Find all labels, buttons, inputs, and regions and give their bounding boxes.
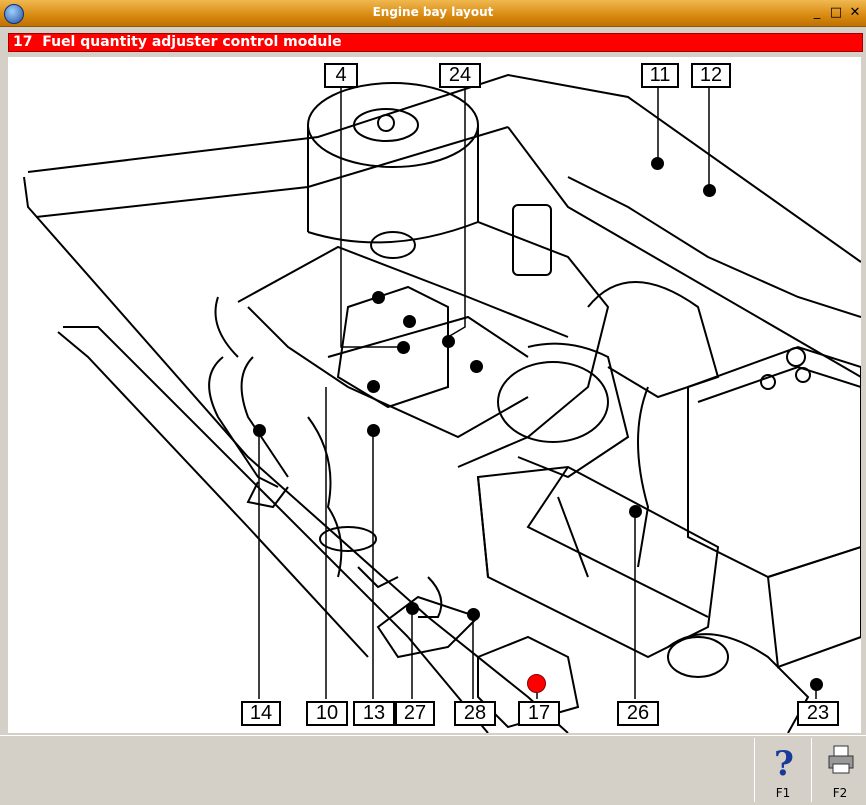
callout-label[interactable]: 12 <box>691 63 731 88</box>
callout-label[interactable]: 13 <box>353 701 395 726</box>
component-marker[interactable] <box>406 602 419 615</box>
app-globe-icon[interactable] <box>4 4 24 24</box>
title-bar: Engine bay layout _ □ ✕ <box>0 0 866 27</box>
component-marker[interactable] <box>403 315 416 328</box>
component-marker[interactable] <box>703 184 716 197</box>
component-marker[interactable] <box>372 291 385 304</box>
engine-bay-diagram: 4 24 11 12 14 10 13 27 28 17 26 23 <box>8 57 861 733</box>
print-button[interactable]: F2 <box>811 738 866 802</box>
callout-label-selected[interactable]: 17 <box>518 701 560 726</box>
help-button-label: F1 <box>775 786 791 800</box>
component-marker[interactable] <box>470 360 483 373</box>
component-marker[interactable] <box>253 424 266 437</box>
print-button-label: F2 <box>832 786 848 800</box>
callout-label[interactable]: 27 <box>395 701 435 726</box>
selected-component-bar: 17 Fuel quantity adjuster control module <box>8 33 863 52</box>
component-marker[interactable] <box>442 335 455 348</box>
component-marker[interactable] <box>651 157 664 170</box>
component-marker[interactable] <box>367 380 380 393</box>
component-marker[interactable] <box>810 678 823 691</box>
window-title: Engine bay layout <box>372 5 494 19</box>
close-button[interactable]: ✕ <box>849 5 861 20</box>
callout-label[interactable]: 28 <box>454 701 496 726</box>
callout-label[interactable]: 4 <box>324 63 358 88</box>
component-marker[interactable] <box>367 424 380 437</box>
callout-label[interactable]: 10 <box>306 701 348 726</box>
help-button[interactable]: ? F1 <box>754 738 812 802</box>
callout-label[interactable]: 11 <box>641 63 679 88</box>
callout-label[interactable]: 24 <box>439 63 481 88</box>
help-question-icon: ? <box>774 744 794 784</box>
engine-drawing <box>23 73 861 733</box>
component-marker[interactable] <box>467 608 480 621</box>
callout-label[interactable]: 26 <box>617 701 659 726</box>
callout-label[interactable]: 23 <box>797 701 839 726</box>
maximize-button[interactable]: □ <box>829 5 843 20</box>
selected-component-label: 17 Fuel quantity adjuster control module <box>13 34 342 50</box>
component-marker[interactable] <box>397 341 410 354</box>
callout-label[interactable]: 14 <box>241 701 281 726</box>
selected-component-marker[interactable] <box>527 674 546 693</box>
minimize-button[interactable]: _ <box>813 5 821 20</box>
function-key-bar: ? F1 F2 <box>0 735 866 805</box>
component-marker[interactable] <box>629 505 642 518</box>
printer-icon <box>826 744 856 780</box>
